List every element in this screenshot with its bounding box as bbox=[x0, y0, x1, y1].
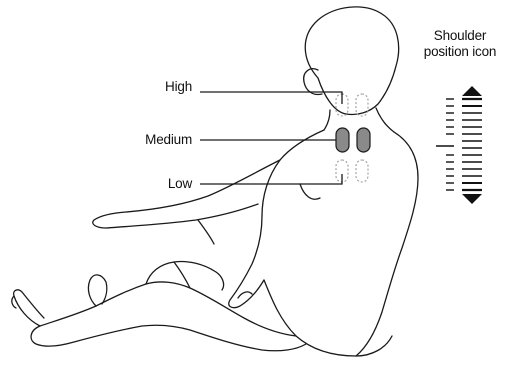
head-outline bbox=[305, 7, 398, 115]
foot-outline bbox=[88, 275, 106, 306]
shoulder-icon-title-line2: position icon bbox=[408, 44, 512, 60]
pad-low-right bbox=[356, 160, 368, 182]
shoulder-icon-title-line1: Shoulder bbox=[408, 28, 512, 44]
label-low: Low bbox=[140, 176, 192, 191]
pad-medium-left bbox=[336, 128, 349, 152]
label-medium: Medium bbox=[122, 132, 192, 147]
hip-outline bbox=[264, 280, 392, 356]
label-high: High bbox=[140, 79, 192, 94]
shoulder-position-icon bbox=[436, 86, 482, 204]
arm-outline bbox=[93, 160, 280, 228]
pad-medium-right bbox=[357, 128, 370, 152]
down-arrow-icon bbox=[462, 194, 482, 204]
neck-outline bbox=[324, 108, 394, 132]
shoulder-icon-title: Shoulder position icon bbox=[408, 28, 512, 60]
pad-low-group bbox=[336, 160, 368, 182]
pad-medium-group bbox=[336, 128, 370, 152]
up-arrow-icon bbox=[462, 86, 482, 96]
back-outline bbox=[262, 130, 418, 356]
lower-arm-outline bbox=[229, 216, 264, 308]
leg-outline bbox=[31, 282, 306, 351]
